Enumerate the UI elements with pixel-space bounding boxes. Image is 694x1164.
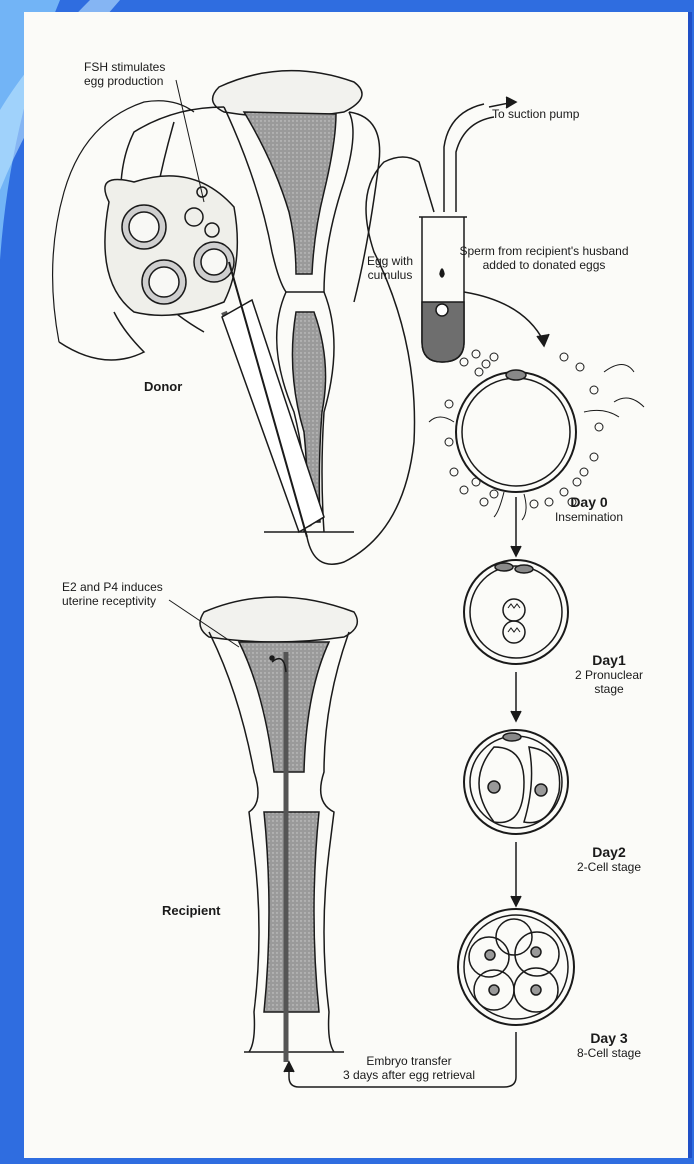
stage-day1-title: Day1 [559, 652, 659, 668]
stage-day1-desc1: 2 Pronuclear [559, 668, 659, 682]
day2-embryo [464, 730, 568, 834]
fsh-label: FSH stimulates egg production [84, 60, 165, 88]
transfer-label-line1: Embryo transfer [366, 1054, 451, 1068]
sperm-label-line1: Sperm from recipient's husband [459, 244, 628, 258]
e2-label-line2: uterine receptivity [62, 594, 156, 608]
tube-to-egg-arrow [464, 292, 544, 342]
egg-with-cumulus-label: Egg with cumulus [360, 254, 420, 282]
transfer-label-line2: 3 days after egg retrieval [343, 1068, 475, 1082]
suction-pump-label: To suction pump [492, 107, 579, 121]
day1-zygote [464, 560, 568, 664]
fsh-label-line1: FSH stimulates [84, 60, 165, 74]
recipient-label: Recipient [162, 904, 221, 918]
fsh-label-line2: egg production [84, 74, 163, 88]
stage-day2-desc: 2-Cell stage [559, 860, 659, 874]
stage-day1-desc2: stage [559, 682, 659, 696]
stage-day2-title: Day2 [559, 844, 659, 860]
stage-day3: Day 3 8-Cell stage [559, 1030, 659, 1060]
stage-day2: Day2 2-Cell stage [559, 844, 659, 874]
stage-day3-desc: 8-Cell stage [559, 1046, 659, 1060]
stage-day3-title: Day 3 [559, 1030, 659, 1046]
day3-embryo [458, 909, 574, 1025]
egg-with-label-line1: Egg with [367, 254, 413, 268]
sperm-label-line2: added to donated eggs [483, 258, 606, 272]
egg-with-label-line2: cumulus [368, 268, 413, 282]
stage-day1: Day1 2 Pronuclear stage [559, 652, 659, 696]
donor-label: Donor [144, 380, 182, 394]
ivf-diagram: FSH stimulates egg production To suction… [24, 12, 692, 1158]
stage-day0: Day 0 Insemination [539, 494, 639, 524]
e2-p4-label: E2 and P4 induces uterine receptivity [62, 580, 163, 608]
day0-egg [456, 370, 576, 492]
e2-label-line1: E2 and P4 induces [62, 580, 163, 594]
embryo-transfer-label: Embryo transfer 3 days after egg retriev… [324, 1054, 494, 1082]
donor-uterus [53, 71, 380, 532]
stage-day0-desc: Insemination [539, 510, 639, 524]
sperm-label: Sperm from recipient's husband added to … [444, 244, 644, 272]
stage-day0-title: Day 0 [539, 494, 639, 510]
suction-tubing [307, 97, 516, 564]
test-tube [419, 217, 467, 362]
recipient-uterus [200, 597, 357, 1062]
